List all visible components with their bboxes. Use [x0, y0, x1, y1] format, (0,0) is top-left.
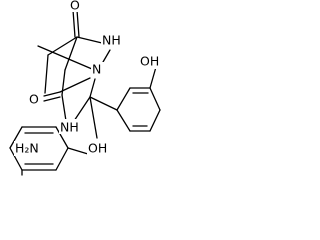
bond: [89, 78, 96, 98]
atom-label-masks: [14, 0, 176, 156]
bond: [73, 96, 91, 122]
bond: [67, 147, 89, 155]
carbonyl-oxygen-left-label: O: [29, 92, 39, 107]
bond: [89, 96, 118, 111]
bond: [64, 36, 78, 71]
bond: [55, 126, 69, 149]
amine-nh2-label: H₂N: [15, 141, 39, 156]
bond-lines: [9, 9, 161, 176]
bond: [43, 96, 61, 102]
nh-ring-right-label: NH: [102, 33, 121, 48]
bond: [9, 126, 23, 149]
bond: [37, 45, 93, 70]
bond: [149, 109, 161, 132]
molecule-structure: O NH N OH O NH H₂N OH: [9, 0, 176, 176]
bond: [76, 9, 80, 38]
atom-labels: O NH N OH O NH H₂N OH: [15, 0, 159, 156]
bond: [44, 54, 49, 94]
nh-ring-left-label: NH: [60, 120, 79, 135]
bond: [55, 147, 69, 171]
n-bridge-label: N: [92, 62, 101, 77]
bond: [76, 36, 103, 44]
phenol-oh-bottom-label: OH: [88, 141, 107, 156]
bond: [9, 147, 23, 171]
bond: [61, 69, 66, 96]
bond: [61, 94, 67, 122]
phenol-oh-right-label: OH: [140, 54, 159, 69]
bond: [149, 87, 161, 111]
bond: [149, 66, 157, 89]
bond: [89, 96, 98, 139]
bond: [116, 87, 131, 111]
bond: [59, 77, 91, 93]
bond: [72, 9, 76, 38]
bond: [102, 49, 111, 63]
bond: [43, 91, 61, 97]
carbonyl-oxygen-top-label: O: [70, 0, 80, 13]
bond: [116, 109, 131, 132]
